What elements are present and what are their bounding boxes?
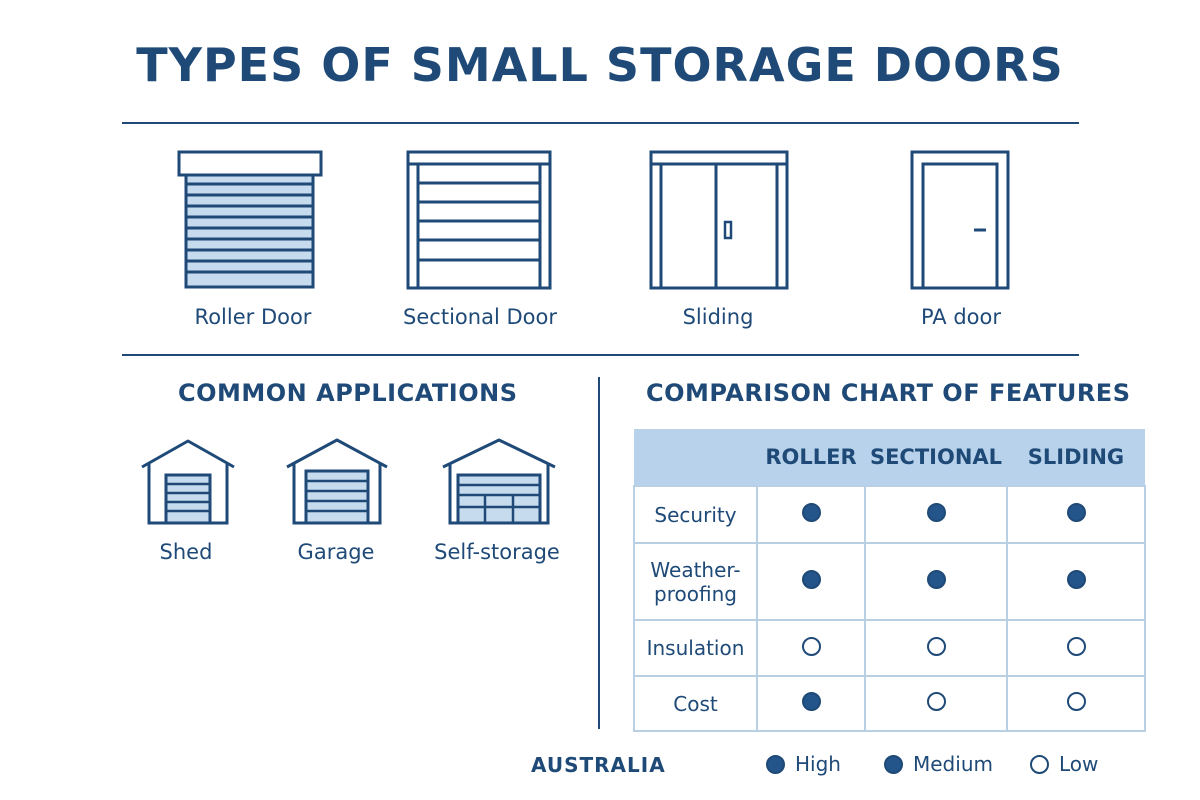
legend-dot	[766, 754, 785, 774]
rating-dot	[926, 570, 946, 589]
feature-weatherproofing: Weather- proofing	[633, 542, 758, 621]
legend-label: High	[795, 752, 841, 776]
rating-dot	[801, 692, 821, 711]
legend-label: Low	[1059, 752, 1099, 776]
rating-cell	[1006, 675, 1146, 732]
rating-dot	[1066, 570, 1086, 589]
rating-cell	[756, 619, 866, 677]
table-row: Insulation	[633, 619, 1146, 677]
rating-cell	[756, 675, 866, 732]
vertical-divider	[598, 377, 600, 729]
shed-icon	[141, 439, 235, 525]
pa-door-icon	[910, 150, 1010, 290]
rating-dot	[801, 503, 821, 522]
rating-cell	[864, 619, 1008, 677]
self-storage-icon	[442, 438, 556, 525]
rating-dot	[1066, 636, 1086, 656]
comparison-header-row: ROLLER SECTIONAL SLIDING	[634, 429, 1145, 486]
rating-cell	[864, 542, 1008, 621]
page-title: TYPES OF SMALL STORAGE DOORS	[136, 38, 1064, 92]
sectional-door-label: Sectional Door	[403, 305, 557, 329]
roller-door-icon	[177, 150, 323, 289]
rating-dot	[1066, 692, 1086, 711]
sliding-door-icon	[649, 150, 789, 290]
top-divider	[122, 122, 1079, 124]
rating-cell	[864, 485, 1008, 544]
self-storage-label: Self-storage	[434, 540, 560, 564]
shed-label: Shed	[159, 540, 213, 564]
rating-dot	[1066, 503, 1086, 522]
header-blank	[634, 429, 757, 486]
rating-cell	[1006, 485, 1146, 544]
table-row: Weather- proofing	[633, 542, 1146, 621]
rating-dot	[926, 636, 946, 656]
rating-dot	[926, 503, 946, 522]
header-sectional: SECTIONAL	[869, 445, 1003, 469]
rating-cell	[756, 485, 866, 544]
legend-high: High	[766, 752, 841, 776]
header-roller: ROLLER	[765, 445, 857, 469]
garage-label: Garage	[297, 540, 375, 564]
applications-title: COMMON APPLICATIONS	[178, 379, 518, 407]
feature-security: Security	[633, 485, 758, 544]
table-row: Security	[633, 485, 1146, 544]
header-sliding: SLIDING	[1027, 445, 1125, 469]
region-label: AUSTRALIA	[531, 753, 666, 777]
roller-door-label: Roller Door	[194, 305, 312, 329]
rating-cell	[1006, 619, 1146, 677]
pa-door-label: PA door	[920, 305, 1002, 329]
legend-dot	[884, 754, 903, 774]
feature-cost: Cost	[633, 675, 758, 732]
legend-medium: Medium	[884, 752, 993, 776]
legend-dot	[1030, 754, 1049, 774]
rating-dot	[801, 636, 821, 656]
rating-dot	[926, 692, 946, 711]
comparison-table: ROLLER SECTIONAL SLIDING Security Weathe…	[633, 429, 1146, 732]
sectional-door-icon	[406, 150, 552, 290]
middle-divider	[122, 354, 1079, 356]
comparison-title: COMPARISON CHART OF FEATURES	[646, 379, 1131, 407]
table-row: Cost	[633, 675, 1146, 732]
rating-cell	[756, 542, 866, 621]
sliding-door-label: Sliding	[682, 305, 754, 329]
legend-label: Medium	[913, 752, 993, 776]
garage-icon	[286, 438, 388, 525]
legend-low: Low	[1030, 752, 1098, 776]
rating-cell	[864, 675, 1008, 732]
feature-insulation: Insulation	[633, 619, 758, 677]
rating-dot	[801, 570, 821, 589]
rating-cell	[1006, 542, 1146, 621]
